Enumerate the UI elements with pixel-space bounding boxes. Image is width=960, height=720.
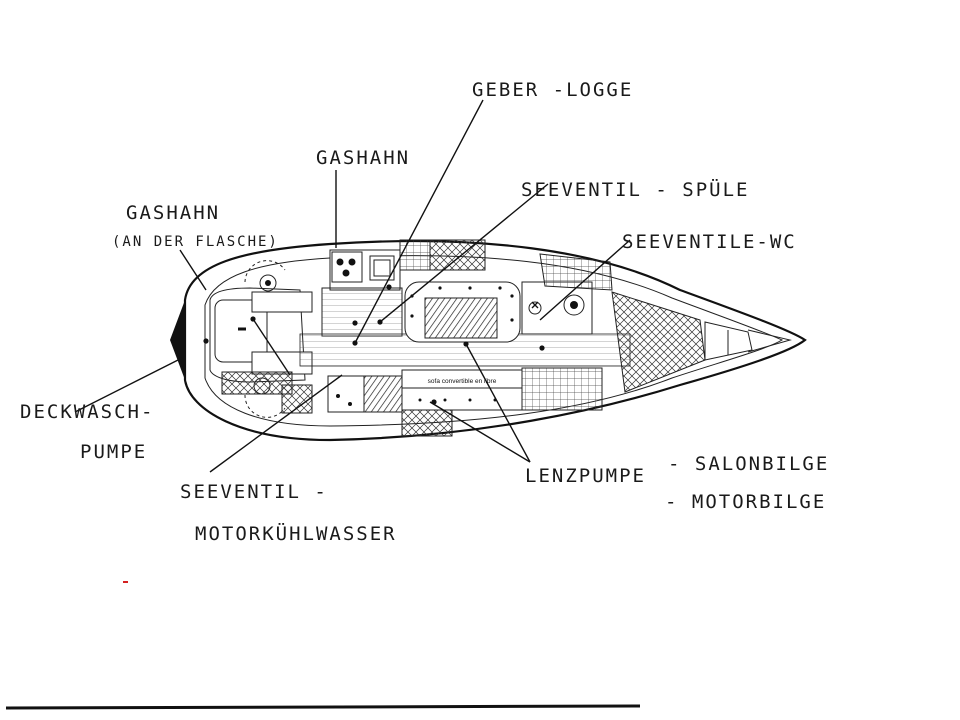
chain-locker xyxy=(704,321,792,361)
label-an-der-flasche: (AN DER FLASCHE) xyxy=(112,234,279,250)
quarter-berth-step xyxy=(327,375,365,413)
label-seeventile-wc: SEEVENTILE-WC xyxy=(622,231,797,253)
locker-port-fwd xyxy=(539,253,613,291)
locker-port-a xyxy=(429,239,486,271)
label-gashahn-left: GASHAHN xyxy=(126,202,220,224)
aft-locker-port xyxy=(221,371,293,395)
leader-lines xyxy=(74,99,631,473)
head-compartment xyxy=(521,281,593,335)
salon-table xyxy=(404,281,521,343)
sofa-convertible: sofa convertible en libre xyxy=(401,369,523,411)
label-deckwasch: DECKWASCH- xyxy=(20,401,154,423)
transom xyxy=(170,300,185,380)
locker-stbd-b xyxy=(521,367,603,411)
sofa-label: sofa convertible en libre xyxy=(428,378,497,385)
label-lenzpumpe: LENZPUMPE xyxy=(525,465,646,487)
label-geber-logge: GEBER -LOGGE xyxy=(472,79,633,101)
label-motorkuehlwasser: MOTORKÜHLWASSER xyxy=(195,522,397,545)
locker-stbd-a xyxy=(401,409,453,437)
label-salonbilge: - SALONBILGE xyxy=(668,453,829,475)
label-gashahn-top: GASHAHN xyxy=(316,147,410,169)
label-pumpe: PUMPE xyxy=(80,441,147,463)
engine-box xyxy=(363,375,403,413)
label-seeventil: SEEVENTIL - xyxy=(180,481,328,503)
label-seeventil-spuele: SEEVENTIL - SPÜLE xyxy=(521,178,749,201)
scan-edge-line xyxy=(5,704,641,710)
aft-locker-corner xyxy=(281,384,313,414)
labels: GEBER -LOGGE GASHAHN SEEVENTIL - SPÜLE G… xyxy=(20,79,829,545)
label-motorbilge: - MOTORBILGE xyxy=(665,491,826,513)
